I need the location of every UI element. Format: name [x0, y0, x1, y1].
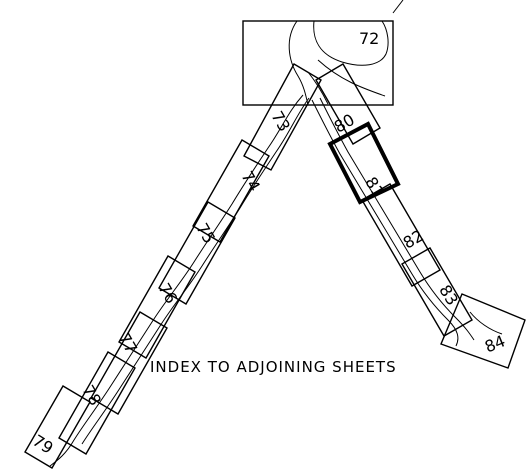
sheet-72[interactable]: 72	[242, 20, 394, 106]
sheet-75-label: 75	[192, 220, 219, 247]
sheet-73[interactable]: 73	[243, 63, 322, 171]
river-72-left	[288, 20, 309, 106]
sheet-83[interactable]: 83	[401, 247, 473, 337]
river-72-right-b	[317, 59, 386, 97]
river-72-right	[313, 20, 389, 66]
river-left-branch-b	[81, 97, 310, 445]
sheet-82-label: 82	[400, 226, 427, 253]
river-right-branch	[319, 97, 475, 341]
river-left-branch	[49, 94, 304, 467]
river-right-branch-b	[311, 99, 459, 347]
river-84-inlet	[469, 311, 503, 335]
sheet-72-label: 72	[359, 29, 379, 48]
edge-line	[392, 0, 404, 14]
sheet-79[interactable]: 79	[24, 385, 91, 469]
river-72-inner	[307, 71, 329, 105]
sheet-84-label: 84	[482, 331, 508, 356]
sheet-79-label: 79	[29, 431, 56, 458]
diagram-title: INDEX TO ADJOINING SHEETS	[150, 358, 397, 376]
